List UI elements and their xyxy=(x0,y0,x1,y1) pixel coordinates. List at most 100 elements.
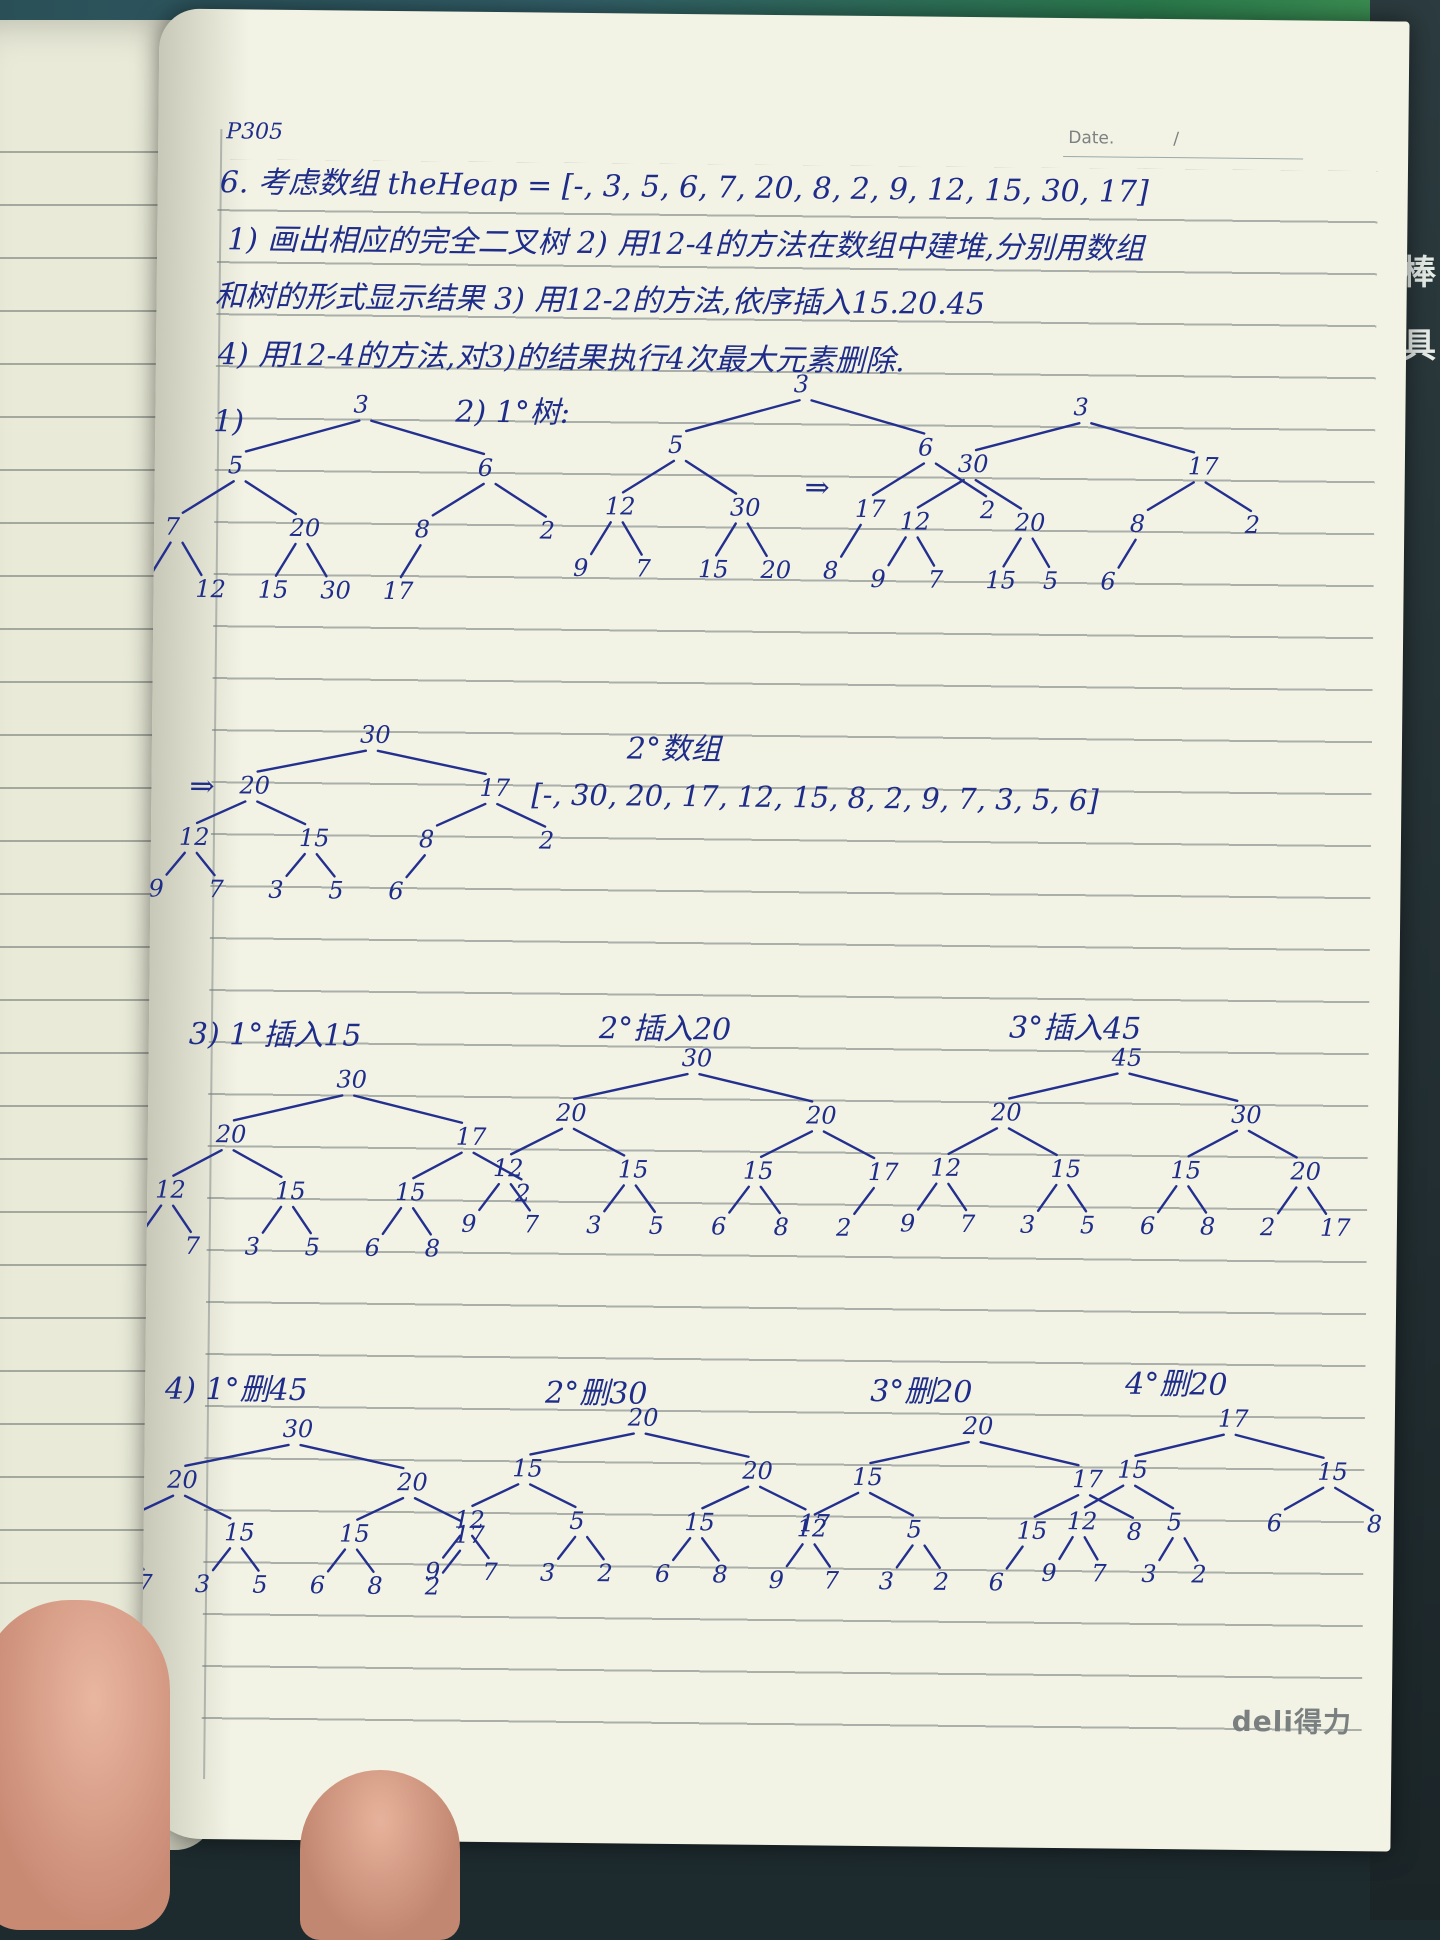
tree-edge xyxy=(934,462,988,498)
tree-node: 15 xyxy=(1117,1455,1149,1484)
tree-node: 6 xyxy=(1266,1509,1283,1538)
tree-node: 20 xyxy=(215,1120,247,1149)
tree-edge xyxy=(573,1072,689,1101)
tree-edge xyxy=(441,1549,462,1574)
tree-edge xyxy=(1134,1433,1225,1458)
tree-edge xyxy=(839,523,862,558)
tree-node: 2 xyxy=(1191,1560,1207,1589)
tree-edge xyxy=(184,1443,290,1468)
tree-node: 20 xyxy=(990,1098,1022,1127)
tree-node: 30 xyxy=(359,720,391,749)
tree-node: 7 xyxy=(140,1569,153,1598)
tree-edge xyxy=(356,1496,405,1521)
tree-edge xyxy=(1008,1072,1119,1100)
tree-node: 17 xyxy=(867,1157,899,1187)
tree-node: 30 xyxy=(282,1414,314,1444)
tree-node: 15 xyxy=(985,566,1017,595)
tree-edge xyxy=(974,421,1081,452)
tree-edge xyxy=(232,1149,283,1179)
tree-edge xyxy=(585,1535,605,1561)
tree-edge xyxy=(947,1182,968,1212)
tree-edge xyxy=(621,459,676,494)
tree-node: 30 xyxy=(320,576,351,605)
tree-node: 8 xyxy=(1199,1212,1216,1241)
tree-edge xyxy=(974,478,1023,510)
tree-node: 30 xyxy=(957,449,989,479)
tree-node: 6 xyxy=(388,876,404,906)
tree-node: 8 xyxy=(424,1234,441,1263)
tree-edge xyxy=(1333,1486,1375,1512)
tree-node: 12 xyxy=(155,1175,186,1204)
tree-edge xyxy=(698,1073,814,1103)
tree-node: 6 xyxy=(1100,567,1116,596)
tree-edge xyxy=(1067,1183,1088,1213)
tree-node: 15 xyxy=(617,1155,649,1184)
tree-edge xyxy=(895,1544,914,1569)
tree-edge xyxy=(244,480,298,516)
tree-node: 7 xyxy=(959,1209,976,1239)
tree-node: 12 xyxy=(796,1514,828,1543)
tree-node: 6 xyxy=(917,433,934,462)
tree-edge xyxy=(299,1443,405,1470)
tree-node: 15 xyxy=(512,1454,544,1483)
tree-node: 8 xyxy=(773,1213,790,1242)
tree-edge xyxy=(572,1127,626,1157)
tree-node: 20 xyxy=(167,1465,198,1494)
tree-edge xyxy=(472,1151,523,1181)
tree-edge xyxy=(758,1485,807,1511)
tree-edge xyxy=(181,541,203,577)
tree-node: 2 xyxy=(1259,1213,1276,1242)
tree-node: 17 xyxy=(455,1122,487,1151)
tree-node: 5 xyxy=(227,451,244,480)
tree-node: 5 xyxy=(569,1506,585,1536)
tree-edge xyxy=(1036,1183,1058,1212)
tree-node: 15 xyxy=(1170,1156,1202,1185)
tree-node: 7 xyxy=(635,554,651,583)
tree-edge xyxy=(1117,538,1137,569)
tree-edge xyxy=(195,800,247,825)
tree-node: 15 xyxy=(395,1178,426,1207)
tree-node: 12 xyxy=(1066,1507,1098,1536)
tree-node: 9 xyxy=(768,1565,785,1595)
tree-node: 17 xyxy=(854,494,886,524)
tree-edge xyxy=(621,521,643,556)
tree-node: 9 xyxy=(870,564,886,594)
tree-edge xyxy=(1307,1186,1328,1215)
tree-edge xyxy=(244,419,361,453)
tree-node: 20 xyxy=(397,1468,428,1497)
tree-node: 9 xyxy=(572,553,589,583)
tree-edge xyxy=(822,1130,876,1160)
tree-edge xyxy=(1007,1127,1058,1157)
tree-node: 3 xyxy=(244,1232,261,1261)
tree-edge xyxy=(1005,1545,1024,1570)
tree-node: 5 xyxy=(328,876,344,905)
tree-node: 8 xyxy=(1126,1517,1143,1546)
tree-node: 3 xyxy=(793,370,810,399)
poster-glyph: 具 xyxy=(1402,326,1436,366)
tree-node: 20 xyxy=(742,1456,774,1486)
tree-node: 15 xyxy=(697,555,729,584)
tree-node: 30 xyxy=(336,1065,368,1094)
tree-edge xyxy=(149,541,172,576)
tree-node: 20 xyxy=(239,771,271,800)
tree-node: 8 xyxy=(418,825,435,854)
tree-node: 17 xyxy=(1319,1213,1351,1243)
tree-edge xyxy=(869,1440,970,1465)
tree-edge xyxy=(140,1494,175,1519)
tree-node: 2 xyxy=(538,826,555,855)
tree-node: 3 xyxy=(878,1567,895,1596)
tree-edge xyxy=(1058,1535,1074,1561)
tree-node: 30 xyxy=(1230,1100,1262,1130)
tree-node: 8 xyxy=(1366,1510,1383,1539)
tree-node: 15 xyxy=(1050,1154,1082,1184)
tree-edge xyxy=(435,802,487,827)
tree-node: 6 xyxy=(710,1212,727,1241)
tree-node: 8 xyxy=(367,1571,383,1600)
tree-node: 9 xyxy=(899,1209,916,1238)
tree-node: 15 xyxy=(684,1508,715,1537)
finger xyxy=(0,1600,170,1930)
tree-edge xyxy=(813,1543,832,1568)
tree-edge xyxy=(181,480,235,514)
tree-node: 12 xyxy=(178,822,210,852)
tree-node: 15 xyxy=(1016,1516,1048,1545)
